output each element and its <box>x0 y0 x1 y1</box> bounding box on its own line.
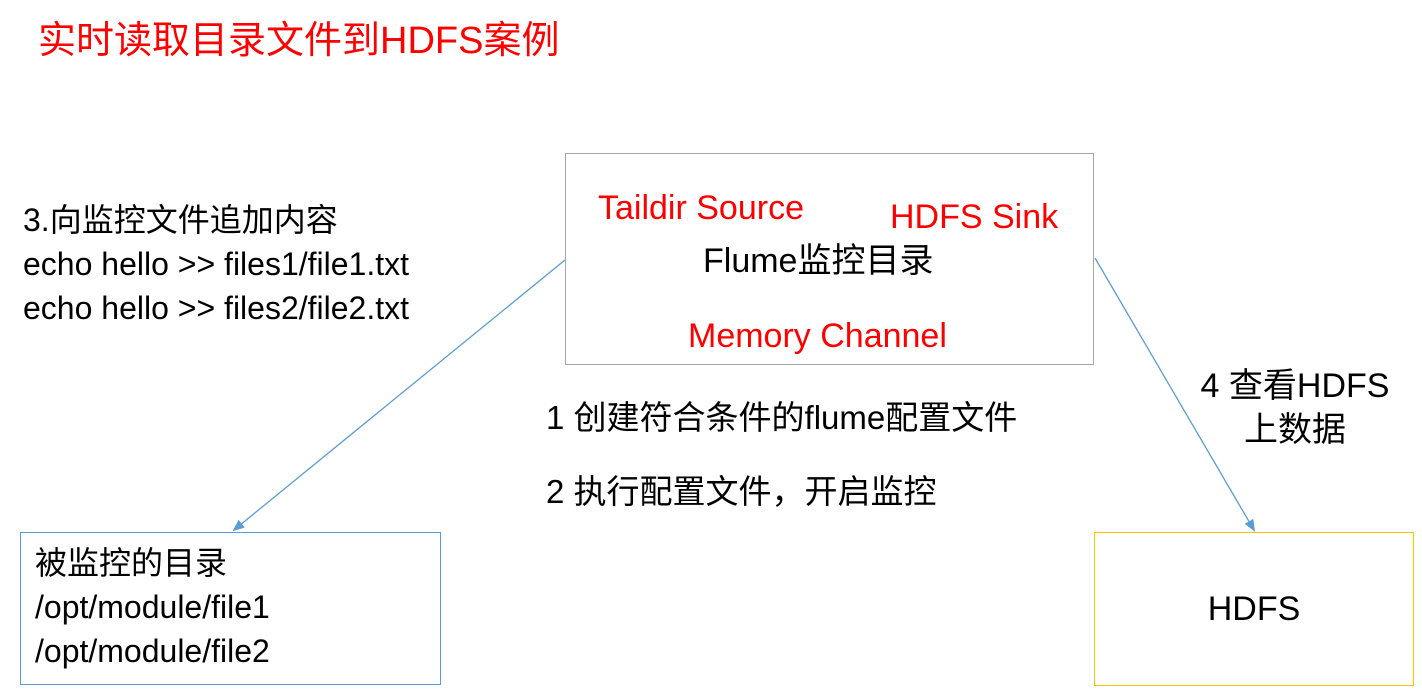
monitored-path-2: /opt/module/file2 <box>35 633 270 669</box>
monitored-path-1: /opt/module/file1 <box>35 589 270 625</box>
step3-command-1: echo hello >> files1/file1.txt <box>23 246 410 282</box>
step3-command-2: echo hello >> files2/file2.txt <box>23 290 410 326</box>
hdfs-box: HDFS <box>1094 532 1414 686</box>
monitored-directory-box: 被监控的目录 /opt/module/file1 /opt/module/fil… <box>20 532 441 685</box>
step3-append-content: 3.向监控文件追加内容 echo hello >> files1/file1.t… <box>23 198 409 330</box>
flume-center-label: Flume监控目录 <box>703 242 934 280</box>
step2-run-config: 2 执行配置文件，开启监控 <box>546 473 937 510</box>
step1-create-config: 1 创建符合条件的flume配置文件 <box>546 399 1018 436</box>
monitored-directory-heading: 被监控的目录 <box>35 545 228 581</box>
flume-monitor-box <box>565 153 1094 365</box>
step3-heading: 3.向监控文件追加内容 <box>23 202 338 238</box>
taildir-source-label: Taildir Source <box>598 189 804 227</box>
diagram-title: 实时读取目录文件到HDFS案例 <box>38 20 560 62</box>
hdfs-box-label: HDFS <box>1207 589 1301 628</box>
hdfs-sink-label: HDFS Sink <box>890 198 1059 236</box>
step4-line-2: 上数据 <box>1244 411 1346 449</box>
step4-line-1: 4 查看HDFS <box>1200 367 1390 405</box>
step4-view-hdfs: 4 查看HDFS 上数据 <box>1170 364 1420 452</box>
memory-channel-label: Memory Channel <box>688 317 947 355</box>
